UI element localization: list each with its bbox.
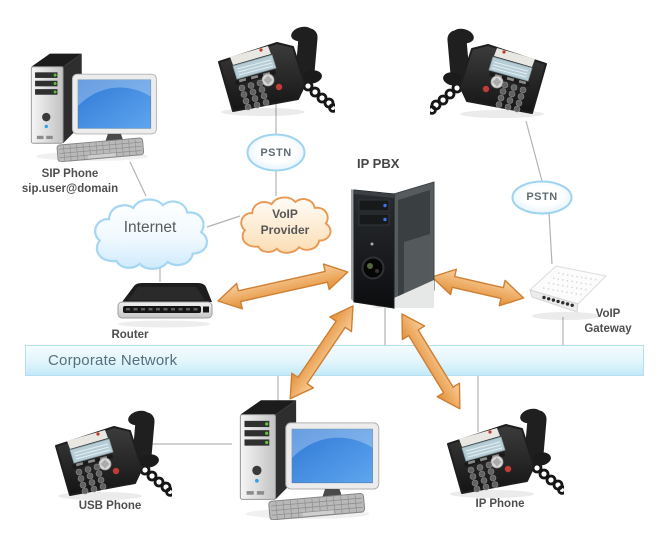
ip-phone-icon [440,404,564,499]
voip-gateway-icon [529,265,608,320]
connector-lines [129,104,564,445]
router-icon [117,283,213,328]
pstn-right-ellipse [511,180,573,215]
desktop-computer-icon [230,394,385,520]
corporate-network-bar: Corporate Network [25,345,644,376]
ip-pbx-server-icon [351,181,435,309]
pstn-right-label: PSTN [526,191,558,203]
voip-gateway-label-line1: VoIP [595,308,621,320]
connector-line-phone-pstnright [525,120,543,182]
traffic-arrow-pbx-ipphone [401,313,461,410]
connector-line-computer-internet [129,161,147,197]
desk-phone-top-center-icon [211,22,335,117]
ip-pbx-label: IP PBX [357,156,400,171]
sip-phone-label: SIP Phone sip.user@domain [6,167,134,197]
voip-provider-label-line2: Provider [260,222,310,237]
router-label: Router [111,329,149,341]
internet-label: Internet [123,219,177,236]
pstn-left-ellipse [246,133,306,172]
ip-phone-label: IP Phone [475,498,525,510]
desk-phone-top-right-icon [430,24,554,119]
usb-phone-label: USB Phone [78,500,142,512]
traffic-arrow-pbx-computer [289,305,354,400]
sip-phone-label-address: sip.user@domain [21,182,119,195]
voip-provider-label-line1: VoIP [272,207,298,221]
traffic-arrow-router-pbx [217,263,349,310]
corporate-network-label: Corporate Network [48,352,178,369]
voip-gateway-label: VoIP Gateway [574,307,642,337]
traffic-arrow-pbx-gateway [431,268,525,307]
traffic-arrows [217,263,525,410]
connector-line-internet-voipprovider [206,215,241,228]
pstn-left-label: PSTN [260,147,292,159]
voip-gateway-label-line2: Gateway [584,322,632,335]
sip-phone-computer-icon [22,48,162,162]
sip-phone-label-title: SIP Phone [41,168,99,180]
connector-line-pstnright-gateway [548,211,553,265]
usb-phone-icon [48,406,172,501]
voip-provider-label: VoIP Provider [236,207,334,238]
